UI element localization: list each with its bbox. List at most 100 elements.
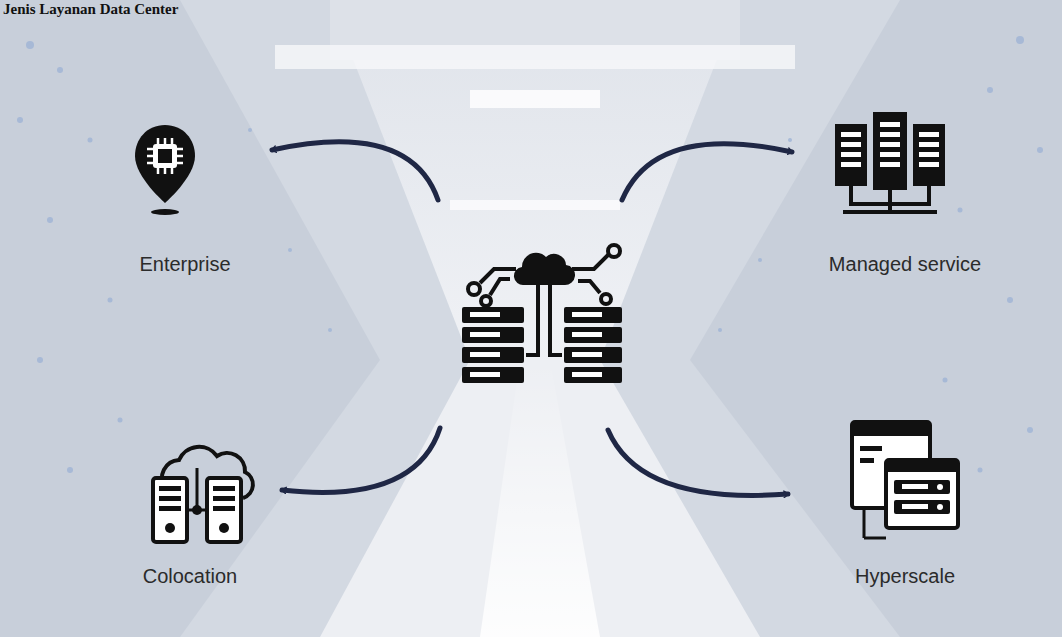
illustration-part <box>288 248 292 252</box>
illustration-part <box>462 307 524 323</box>
illustration-part <box>213 496 235 501</box>
illustration-part <box>860 446 882 451</box>
illustration-part <box>564 347 622 363</box>
illustration-part <box>718 328 722 332</box>
illustration-part <box>758 258 762 262</box>
illustration-part <box>841 122 939 167</box>
illustration-part <box>207 478 241 542</box>
illustration-part <box>863 508 866 538</box>
illustration-part <box>177 148 183 151</box>
illustration-part <box>470 352 500 357</box>
illustration-part <box>480 360 600 637</box>
illustration-part <box>219 523 229 533</box>
illustration-part <box>550 285 562 355</box>
illustration-part <box>894 500 950 514</box>
illustration-part <box>462 367 524 383</box>
illustration-part <box>572 255 608 269</box>
illustration-part <box>468 245 620 355</box>
illustration-part <box>572 312 602 317</box>
illustration-part <box>572 352 602 357</box>
illustration-part <box>153 144 177 168</box>
service-type-label: Colocation <box>139 562 242 590</box>
illustration-part <box>147 162 153 165</box>
illustration-part <box>47 217 53 223</box>
illustration-part <box>841 132 861 137</box>
illustration-part <box>165 523 175 533</box>
illustration-part <box>248 128 252 132</box>
illustration-part <box>564 327 622 343</box>
illustration-part <box>57 67 63 73</box>
illustration-part <box>919 152 939 157</box>
flow-arrows <box>272 142 792 496</box>
illustration-part <box>320 360 760 637</box>
illustration-part <box>690 0 1062 637</box>
illustration-part <box>886 460 958 528</box>
node-text: Colocation <box>143 564 238 588</box>
illustration-part <box>462 347 524 363</box>
illustration-part <box>572 332 602 337</box>
illustration-part <box>852 422 930 436</box>
illustration-part <box>864 508 886 538</box>
illustration-part <box>67 467 73 473</box>
illustration-part <box>564 367 622 383</box>
illustration-part <box>514 253 575 285</box>
service-type-label: Enterprise <box>135 250 235 278</box>
illustration-part <box>187 468 207 510</box>
illustration-part <box>108 298 113 303</box>
illustration-part <box>147 138 183 174</box>
illustration-part <box>462 253 622 383</box>
node-text: Hyperscale <box>855 564 956 588</box>
managed-service-icon <box>835 112 945 212</box>
illustration-part <box>880 162 900 167</box>
node-text: Enterprise <box>139 252 231 276</box>
illustration-part <box>978 468 983 473</box>
illustration-part <box>151 209 179 215</box>
illustration-part <box>864 537 886 540</box>
illustration-part <box>481 296 491 306</box>
illustration-part <box>157 138 160 144</box>
illustration-part <box>0 0 380 637</box>
illustration-part <box>894 480 950 494</box>
illustration-part <box>913 124 945 186</box>
illustration-part <box>1037 147 1043 153</box>
illustration-part <box>943 378 948 383</box>
illustration-part <box>147 148 153 151</box>
illustration-part <box>118 418 123 423</box>
illustration-part <box>873 112 907 190</box>
illustration-part <box>470 90 600 108</box>
illustration-part <box>987 87 993 93</box>
illustration-part <box>888 190 892 212</box>
illustration-part <box>177 162 183 165</box>
illustration-part <box>164 138 167 144</box>
illustration-part <box>919 132 939 137</box>
arrow <box>622 144 792 200</box>
service-type-label: Managed service <box>825 250 986 278</box>
illustration-part <box>328 328 332 332</box>
illustration-part <box>880 122 900 127</box>
illustration-part <box>958 208 963 213</box>
enterprise-icon <box>135 125 195 215</box>
illustration-part <box>608 245 620 257</box>
illustration-part <box>17 36 1043 473</box>
illustration-part <box>37 357 43 363</box>
illustration-part <box>26 41 34 49</box>
node-text: Managed service <box>829 252 982 276</box>
illustration-part <box>919 142 939 147</box>
illustration-part <box>1027 427 1033 433</box>
illustration-part <box>902 484 928 489</box>
illustration-part <box>860 446 882 463</box>
arrow <box>282 428 440 492</box>
illustration-part <box>171 168 174 174</box>
illustration-part <box>147 155 153 158</box>
illustration-part <box>157 168 160 174</box>
illustration-part <box>841 162 861 167</box>
illustration-part <box>450 200 620 210</box>
illustration-part <box>177 155 183 158</box>
illustration-part <box>153 478 187 542</box>
illustration-part <box>470 312 500 317</box>
illustration-part <box>171 138 174 144</box>
illustration-part <box>919 162 939 167</box>
illustration-part <box>841 142 861 147</box>
illustration-part <box>880 142 900 147</box>
